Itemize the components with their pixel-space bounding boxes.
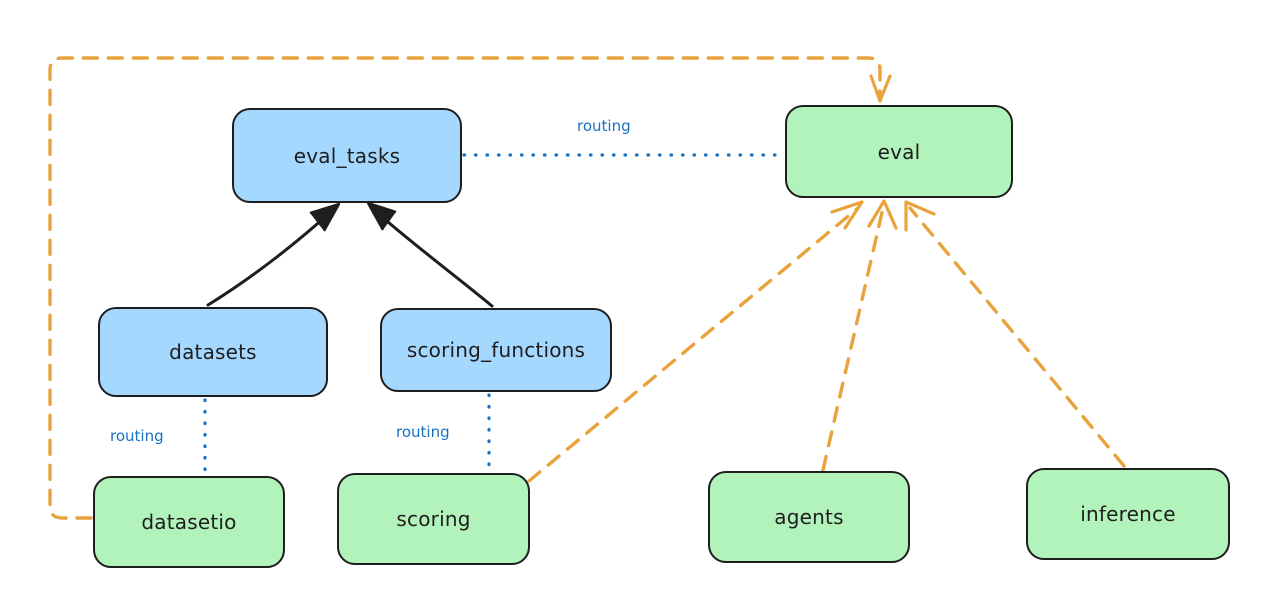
edge-datasetio-to-eval bbox=[48, 56, 892, 520]
edge-label-routing-datasets-datasetio: routing bbox=[110, 427, 164, 445]
edge-inference-to-eval bbox=[904, 200, 1126, 468]
edge-scoring_functions-to-eval_tasks bbox=[366, 201, 494, 308]
edge-label-routing-eval-tasks-eval: routing bbox=[577, 117, 631, 135]
node-label: eval_tasks bbox=[293, 143, 401, 168]
edge-agents-to-eval bbox=[821, 199, 898, 472]
node-label: datasets bbox=[169, 340, 257, 364]
edge-scoring-to-eval bbox=[527, 200, 864, 483]
node-inference[interactable]: inference bbox=[1026, 468, 1230, 560]
node-label: scoring bbox=[396, 507, 471, 531]
node-datasetio[interactable]: datasetio bbox=[93, 476, 285, 568]
node-eval-tasks[interactable]: eval_tasks bbox=[232, 108, 462, 203]
edge-label-routing-scoring-functions-scoring: routing bbox=[396, 423, 450, 441]
node-label: datasetio bbox=[141, 510, 237, 534]
node-eval[interactable]: eval bbox=[785, 105, 1013, 198]
node-scoring[interactable]: scoring bbox=[337, 473, 530, 565]
edge-datasets-to-eval_tasks bbox=[206, 202, 341, 307]
node-label: agents bbox=[774, 505, 844, 529]
node-label: eval bbox=[877, 139, 921, 164]
node-agents[interactable]: agents bbox=[708, 471, 910, 563]
node-scoring-functions[interactable]: scoring_functions bbox=[380, 308, 612, 392]
node-label: scoring_functions bbox=[406, 338, 586, 362]
node-datasets[interactable]: datasets bbox=[98, 307, 328, 397]
node-label: inference bbox=[1080, 502, 1176, 526]
